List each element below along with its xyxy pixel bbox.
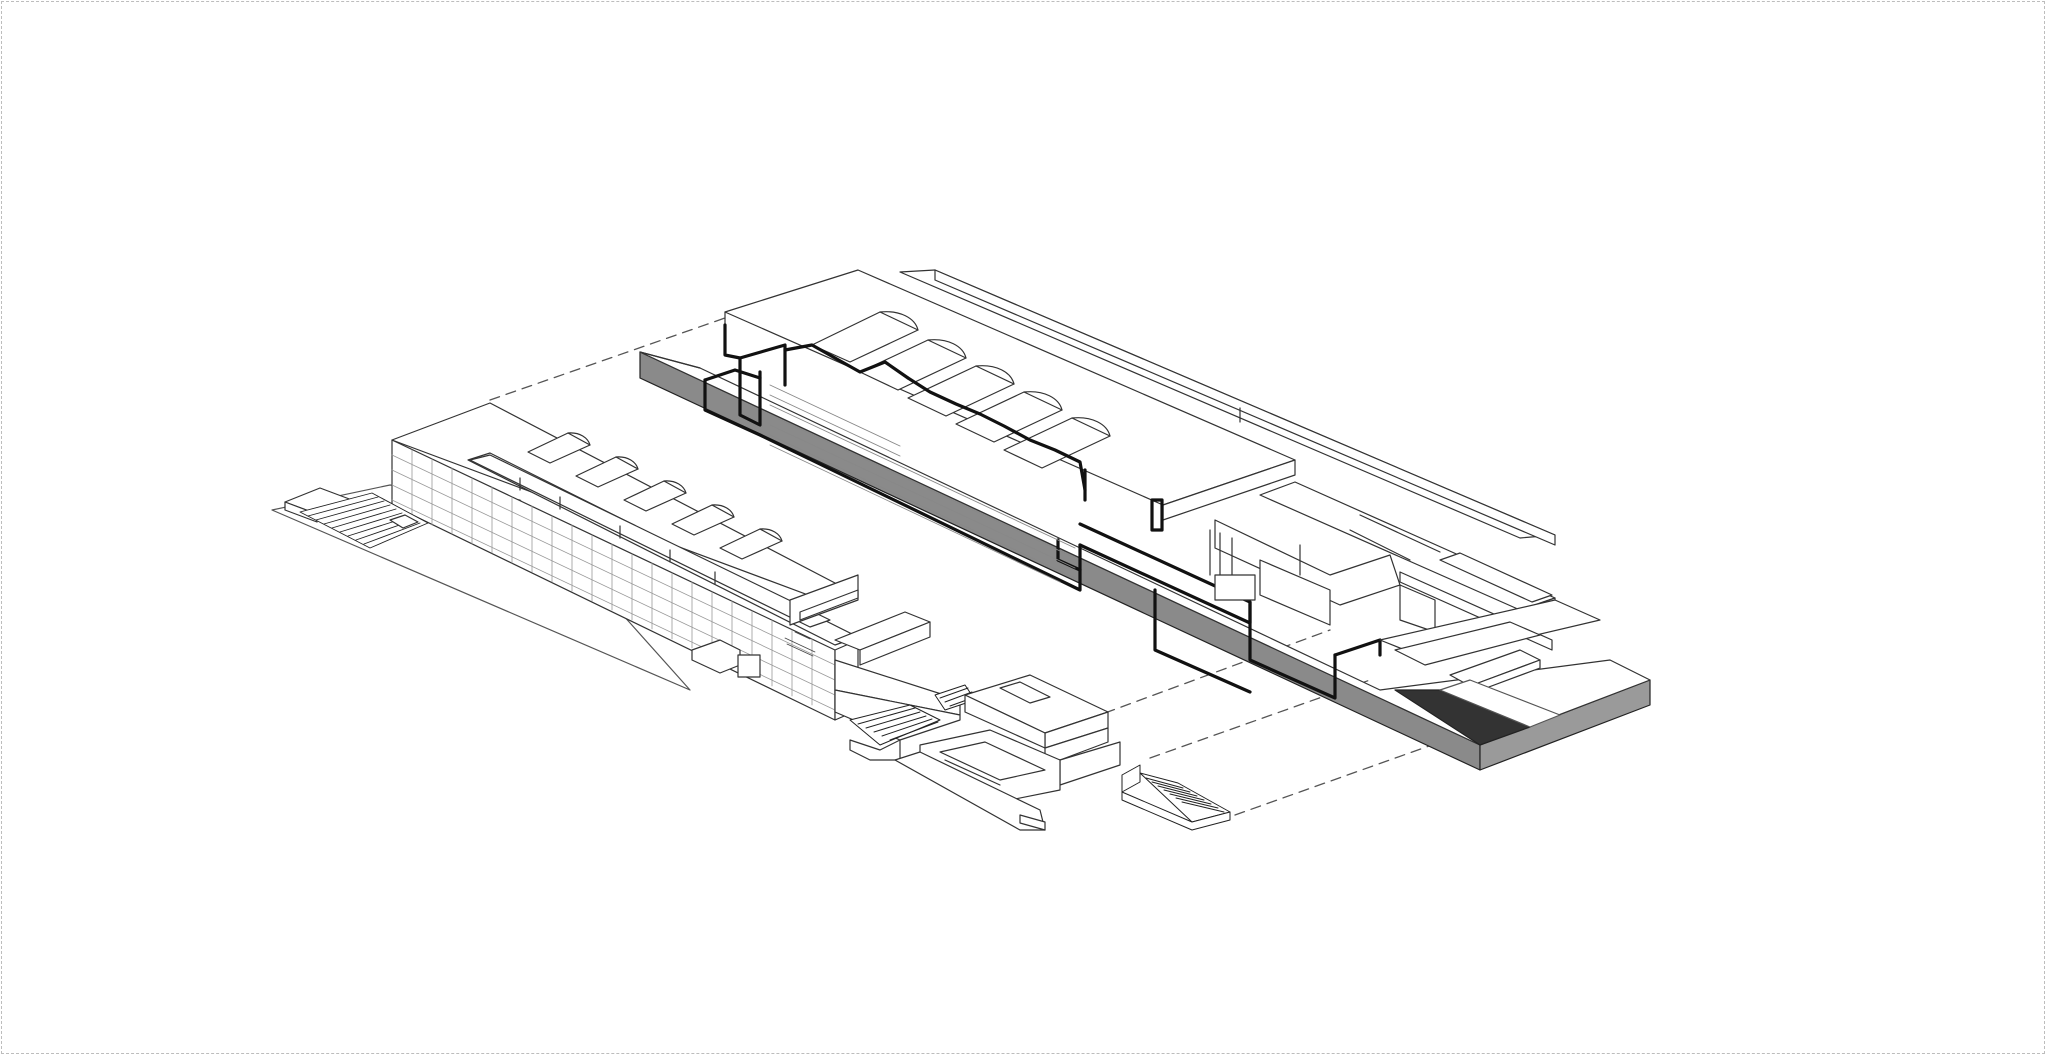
lower-steps [849, 684, 976, 746]
left-building-volume [271, 402, 976, 761]
left-roof-lights [527, 432, 783, 560]
right-building-volume [639, 269, 1651, 771]
interior-lines [769, 384, 1076, 583]
detached-stair [1121, 764, 1231, 831]
entrance-steps [299, 492, 429, 549]
sawtooth-roof-lights [811, 311, 1111, 469]
facade-sign [784, 631, 816, 657]
section-cut [703, 323, 1382, 700]
detached-terrace-block [894, 674, 1121, 831]
